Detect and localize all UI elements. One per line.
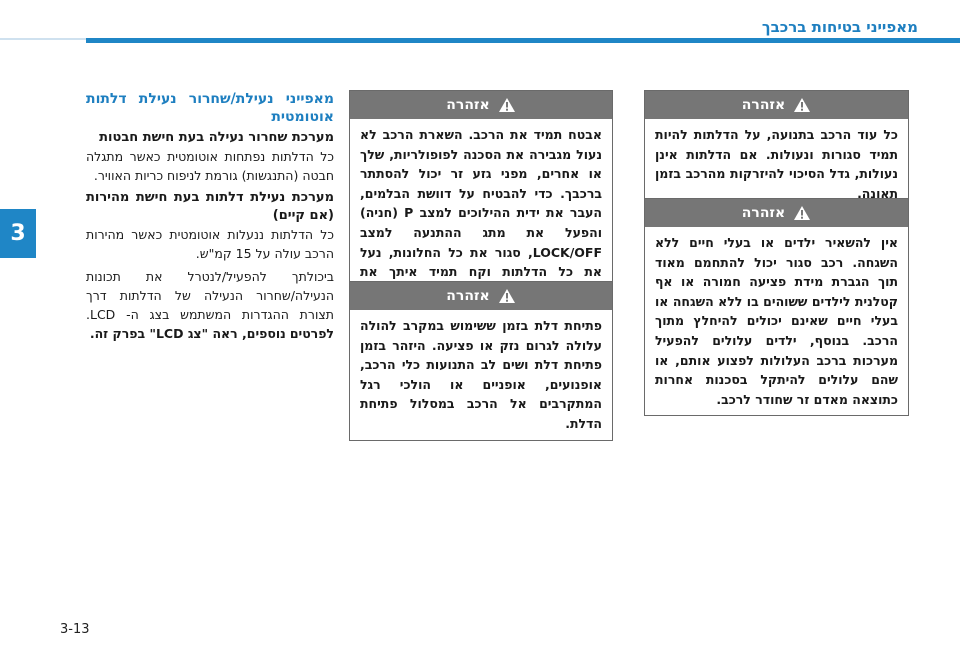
warning-header: אזהרה [350,91,612,119]
warning-text: פתיחת דלת בזמן ששימוש במקרב להולה עלולה … [360,318,602,431]
lcd-settings-text: ביכולתך להפעיל/לנטרל את תכונות הנעילה/שח… [86,267,334,343]
warning-triangle-icon [794,98,811,112]
section-heading: מאפייני נעילת/שחרור נעילת דלתות אוטומטית [86,91,334,125]
lcd-settings-bold-a: לפרטים [289,326,334,341]
page-number: 3-13 [60,622,90,637]
door-lock-features-section: מאפייני נעילת/שחרור נעילת דלתות אוטומטית… [86,90,334,347]
chapter-tab: 3 [0,209,36,258]
header-rule-accent [86,38,960,43]
warning-box-children-unattended: אזהרה אין להשאיר ילדים או בעלי חיים ללא … [644,198,909,417]
warning-header: אזהרה [645,199,908,227]
warning-header: אזהרה [350,282,612,310]
warning-box-doors-closed: אזהרה כל עוד הרכב בתנועה, על הדלתות להיו… [644,90,909,211]
warning-label: אזהרה [446,288,490,304]
warning-text: כל עוד הרכב בתנועה, על הדלתות להיות תמיד… [655,127,898,201]
warning-text: אין להשאיר ילדים או בעלי חיים ללא השגחה.… [655,235,898,407]
warning-label: אזהרה [446,97,490,113]
warning-label: אזהרה [741,97,786,113]
lcd-settings-text-main: ביכולתך להפעיל/לנטרל את תכונות הנעילה/שח… [86,269,334,322]
page-header-title: מאפייני בטיחות ברכבך [761,18,918,36]
warning-label: אזהרה [741,205,786,221]
lcd-settings-bold-b: נוספים, ראה "צג LCD" בפרק זה. [89,326,286,341]
warning-triangle-icon [794,206,811,220]
warning-box-door-opening: אזהרה פתיחת דלת בזמן ששימוש במקרב להולה … [349,281,613,441]
speed-lock-title: מערכת נעילת דלתות בעת חישת מהירות (אם קי… [86,190,334,223]
warning-header: אזהרה [645,91,908,119]
warning-box-secure-vehicle: אזהרה אבטח תמיד את הרכב. השארת הרכב לא נ… [349,90,613,309]
warning-triangle-icon [498,289,515,303]
warning-triangle-icon [498,98,515,112]
warning-text: אבטח תמיד את הרכב. השארת הרכב לא נעול מג… [360,127,602,299]
impact-unlock-text: כל הדלתות נפתחות אוטומטית כאשר מתגלה חבט… [86,149,334,183]
impact-unlock-title: מערכת שחרור נעילה בעת חישת חבטות [99,130,334,145]
speed-lock-text: כל הדלתות ננעלות אוטומטית כאשר מהירות הר… [86,227,334,261]
